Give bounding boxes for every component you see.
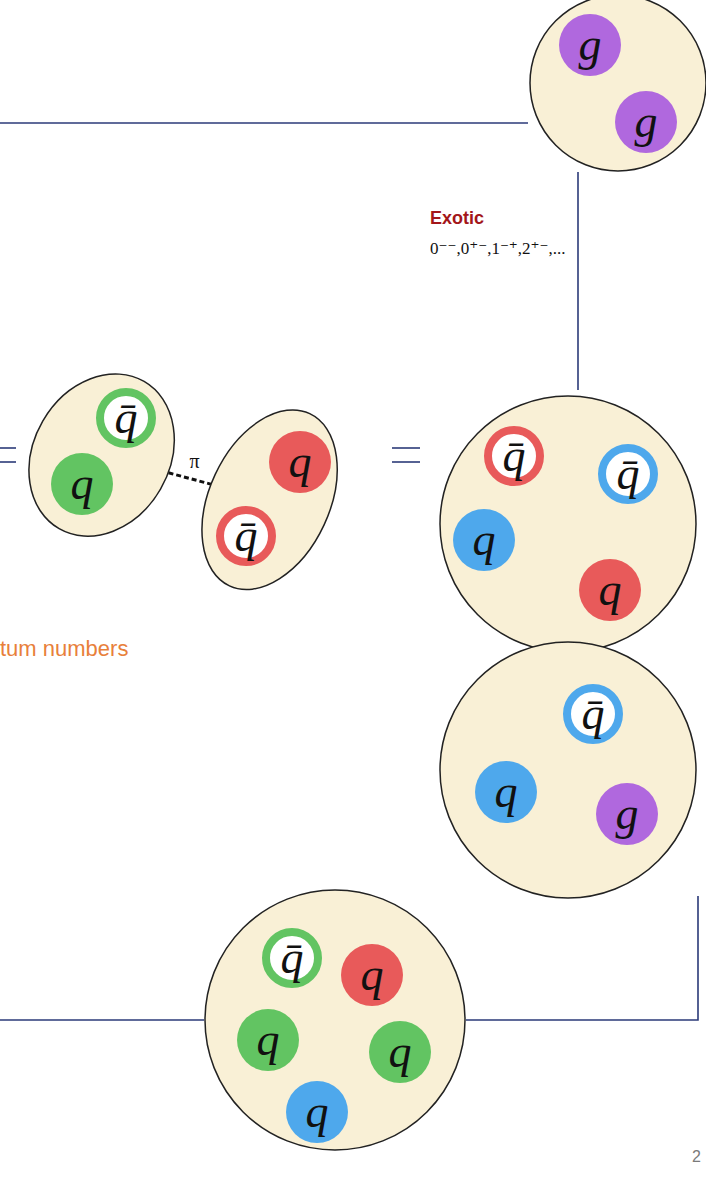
parton-circle: q: [338, 941, 406, 1009]
parton-symbol: q̄: [234, 513, 257, 559]
pion-exchange: [168, 473, 211, 485]
parton-circle: q: [450, 506, 518, 574]
parton-symbol: q: [288, 439, 311, 485]
parton-circle: g: [556, 11, 624, 79]
parton-symbol: q: [389, 1029, 412, 1075]
parton-circle: q: [234, 1006, 302, 1074]
outline: [440, 396, 696, 652]
parton-symbol: g: [616, 791, 639, 837]
outline: [567, 688, 619, 740]
outline: [440, 642, 696, 898]
outline: [286, 1081, 348, 1143]
parton-symbol: g: [579, 22, 602, 68]
divider-line: [466, 896, 698, 1020]
parton-circle: q: [366, 1018, 434, 1086]
parton-symbol: q: [361, 952, 384, 998]
outline: [175, 389, 364, 612]
shape-outline: [527, 0, 706, 174]
parton-circle: q: [266, 428, 334, 496]
category-heading: Exotic: [430, 208, 484, 229]
parton-symbol: q: [257, 1017, 280, 1063]
shape-outline: [437, 639, 699, 901]
meson-ellipse: q̄ q: [26, 371, 177, 539]
outline: [220, 510, 272, 562]
outline: [475, 761, 537, 823]
meson-ellipse: q q̄: [199, 407, 340, 593]
parton-symbol: q̄: [617, 451, 640, 497]
equals-line: [392, 461, 420, 463]
divider-line: [0, 1019, 204, 1021]
antiquark-circle: q̄: [558, 679, 628, 749]
parton-symbol: q: [473, 517, 496, 563]
divider-line: [577, 172, 579, 390]
shape-outline: [199, 407, 340, 593]
antiquark-circle: q̄: [257, 923, 327, 993]
parton-symbol: q̄: [503, 433, 526, 479]
parton-circle: q: [472, 758, 540, 826]
outline: [100, 392, 152, 444]
parton-symbol: q: [495, 769, 518, 815]
parton-symbol: g: [635, 99, 658, 145]
hadron-circle: q̄q̄qq: [437, 393, 699, 655]
hadron-circle: q̄ q g: [437, 639, 699, 901]
parton-circle: g: [612, 88, 680, 156]
outline: [488, 430, 540, 482]
outline: [615, 91, 677, 153]
equals-line: [0, 447, 16, 449]
hadron-circle: gg: [527, 0, 706, 174]
parton-symbol: q: [70, 461, 93, 507]
antiquark-circle: q̄: [593, 439, 663, 509]
parton-circle: q: [576, 556, 644, 624]
antiquark-circle: q̄: [91, 383, 161, 453]
edge-label: π: [188, 451, 202, 471]
page-number: 2: [692, 1148, 701, 1166]
cut-caption: tum numbers: [0, 636, 128, 662]
outline: [51, 453, 113, 515]
parton-symbol: q: [599, 567, 622, 613]
parton-symbol: q̄: [114, 395, 137, 441]
outline: [579, 559, 641, 621]
outline: [205, 890, 465, 1150]
hadron-circle: q̄qqqq: [202, 887, 468, 1153]
quantum-numbers: 0⁻⁻,0⁺⁻,1⁻⁺,2⁺⁻,...: [430, 238, 566, 259]
outline: [530, 0, 706, 171]
shape-outline: [26, 371, 177, 539]
outline: [266, 932, 318, 984]
outline: [1, 347, 204, 562]
parton-symbol: q̄: [582, 691, 605, 737]
divider-line: [0, 122, 528, 124]
parton-circle: q: [283, 1078, 351, 1146]
outline: [453, 509, 515, 571]
outline: [596, 783, 658, 845]
outline: [559, 14, 621, 76]
antiquark-circle: q̄: [211, 501, 281, 571]
equals-line: [0, 461, 16, 463]
parton-symbol: q̄: [281, 935, 304, 981]
parton-circle: g: [593, 780, 661, 848]
outline: [341, 944, 403, 1006]
antiquark-circle: q̄: [479, 421, 549, 491]
equals-line: [392, 447, 420, 449]
outline: [369, 1021, 431, 1083]
outline: [237, 1009, 299, 1071]
outline: [602, 448, 654, 500]
parton-circle: q: [48, 450, 116, 518]
parton-symbol: q: [306, 1089, 329, 1135]
outline: [269, 431, 331, 493]
